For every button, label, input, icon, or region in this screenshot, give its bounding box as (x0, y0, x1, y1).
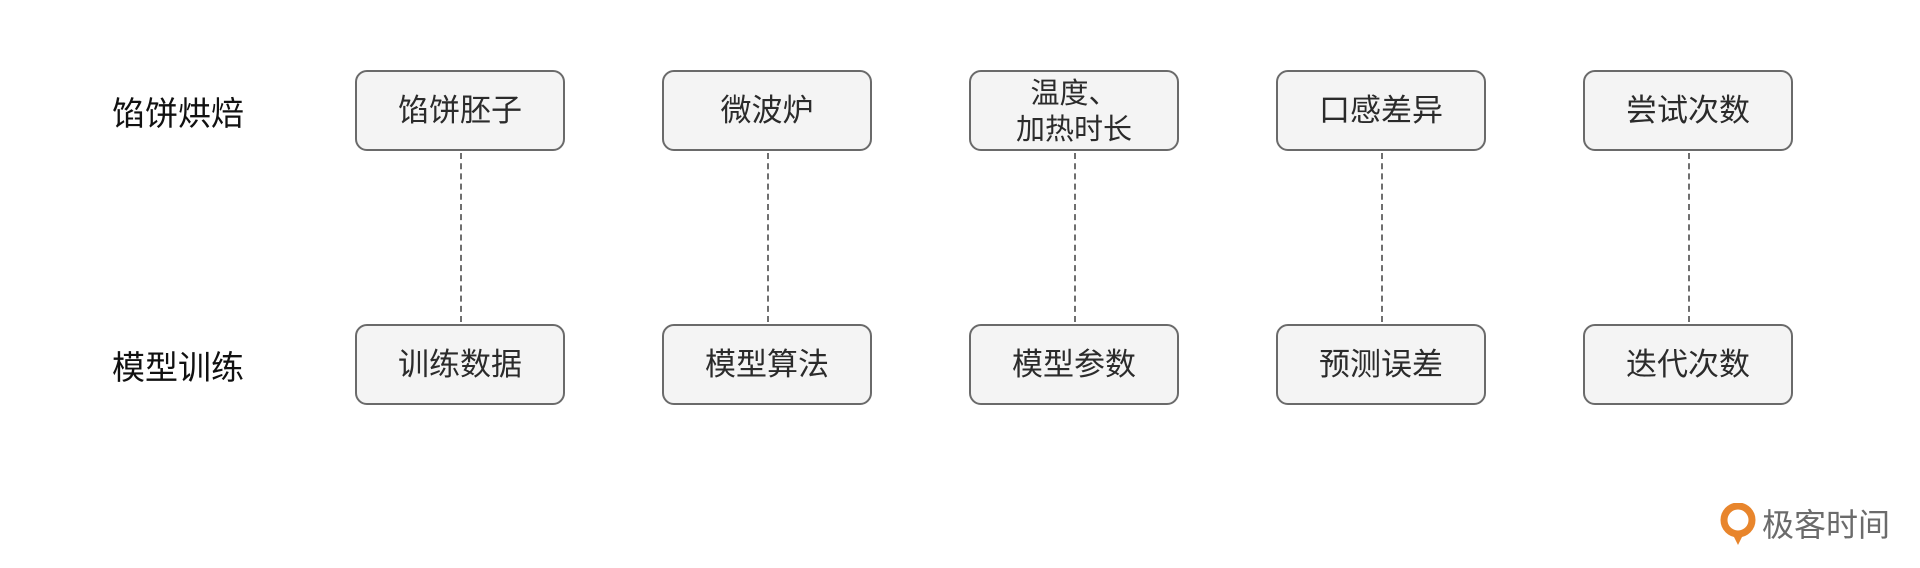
geektime-logo: 极客时间 (1720, 502, 1890, 548)
logo-tail (1731, 533, 1744, 545)
geektime-logo-icon (1720, 503, 1756, 545)
logo-text: 极客时间 (1761, 506, 1890, 544)
row-label-training: 模型训练 (112, 348, 244, 387)
node-iterations: 迭代次数 (1583, 324, 1793, 405)
node-model-parameters: 模型参数 (969, 324, 1179, 405)
node-baking-microwave: 微波炉 (662, 70, 872, 151)
node-baking-taste-difference: 口感差异 (1276, 70, 1486, 151)
connector-2 (767, 153, 769, 322)
node-baking-attempts: 尝试次数 (1583, 70, 1793, 151)
node-baking-temperature-time: 温度、 加热时长 (969, 70, 1179, 151)
node-model-algorithm: 模型算法 (662, 324, 872, 405)
node-prediction-error: 预测误差 (1276, 324, 1486, 405)
node-baking-pie-crust: 馅饼胚子 (355, 70, 565, 151)
node-training-data: 训练数据 (355, 324, 565, 405)
connector-5 (1688, 153, 1690, 322)
connector-4 (1381, 153, 1383, 322)
connector-1 (460, 153, 462, 322)
logo-ring (1720, 503, 1756, 538)
connector-3 (1074, 153, 1076, 322)
row-label-baking: 馅饼烘焙 (112, 94, 244, 133)
